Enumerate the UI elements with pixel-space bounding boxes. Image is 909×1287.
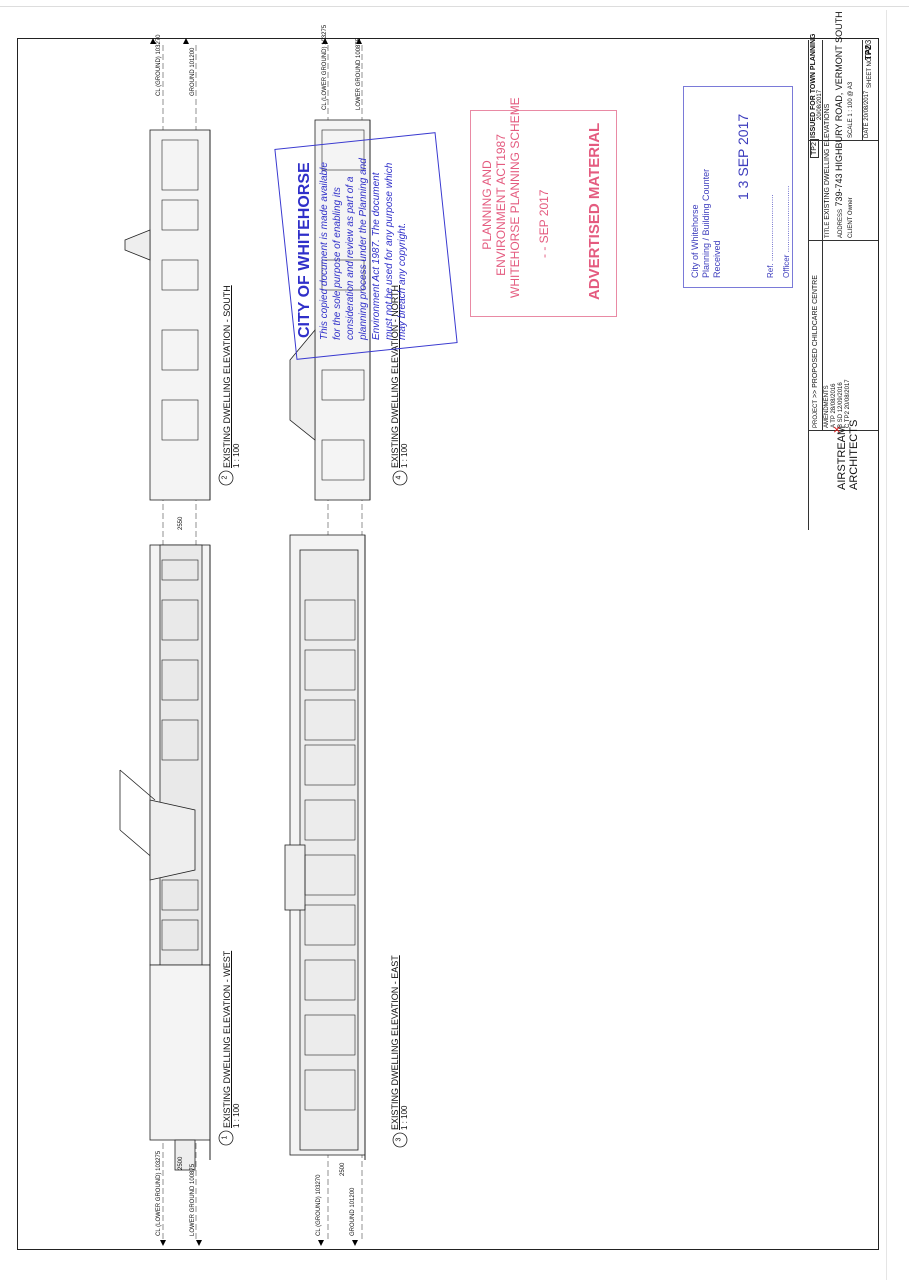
level-label-ground: GROUND 101200	[350, 1187, 356, 1236]
level-arrow-bottom-1	[160, 1240, 166, 1246]
level-arrow-top-1	[150, 38, 156, 44]
drawing-1-title: EXISTING DWELLING ELEVATION - WEST	[222, 950, 232, 1128]
title-block-issue-date: 20/08/2017	[817, 89, 823, 120]
title-block-revision: TP2	[864, 45, 873, 60]
drawing-2-title: EXISTING DWELLING ELEVATION - SOUTH	[222, 285, 232, 468]
level-label-cl-lower-ground-top: CL (LOWER GROUND) 103275	[322, 24, 328, 110]
level-arrow-bottom-4	[352, 1240, 358, 1246]
received-stamp-ref: Ref. ..............................	[766, 194, 775, 278]
dimension-label-3: 2500	[340, 1162, 346, 1176]
title-block-address: ADDRESS 739-743 HIGHBURY ROAD, VERMONT S…	[834, 11, 844, 238]
title-block-scale: SCALE 1 : 100 @ A3	[848, 81, 854, 138]
drawing-number-circle-4	[392, 470, 408, 486]
planning-stamp-footer: ADVERTISED MATERIAL	[586, 122, 603, 300]
copyright-stamp-body: This copied document is made available f…	[319, 158, 408, 340]
title-block-rev-tag: TP2	[810, 139, 819, 158]
received-stamp	[683, 86, 793, 288]
drawing-3-scale: 1 : 100	[400, 1105, 409, 1130]
level-label-cl-ground-top: CL (GROUND) 103270	[156, 34, 162, 96]
elevation-south	[124, 129, 211, 501]
drawing-3-title: EXISTING DWELLING ELEVATION - EAST	[390, 955, 400, 1130]
dimension-label-1: 2500	[178, 1156, 184, 1170]
level-label-lower-ground: LOWER GROUND 100875	[190, 1163, 196, 1236]
level-label-ground-top: GROUND 101200	[190, 47, 196, 96]
received-stamp-officer: Officer ..............................	[782, 185, 791, 278]
title-block-client: CLIENT Owner	[848, 197, 854, 238]
planning-stamp	[470, 110, 617, 317]
title-block-issue: ISSUED FOR TOWN PLANNING	[810, 33, 817, 138]
title-block	[808, 40, 879, 530]
title-block-date: DATE 20/08/2017	[864, 90, 870, 138]
drawing-frame	[17, 38, 879, 1250]
elevation-east	[284, 534, 366, 1160]
sheet-trim-line	[0, 6, 909, 7]
sheet-edge	[886, 10, 887, 1280]
level-arrow-top-3	[322, 38, 328, 44]
level-label-cl-lower-ground: CL (LOWER GROUND) 103275	[156, 1150, 162, 1236]
drawing-2-scale: 1 : 100	[232, 443, 241, 468]
level-arrow-bottom-2	[196, 1240, 202, 1246]
received-stamp-text: City of Whitehorse Planning / Building C…	[690, 168, 722, 278]
elevation-west	[119, 544, 211, 1171]
drawing-number-circle-2	[218, 470, 234, 486]
drawing-number-circle-1	[218, 1130, 234, 1146]
title-block-project: PROJECT >> PROPOSED CHILDCARE CENTRE	[812, 275, 819, 428]
level-label-lower-ground-top: LOWER GROUND 100875	[356, 37, 362, 110]
dimension-label-2: 2550	[178, 516, 184, 530]
firm-logo-mark-icon: ✕	[832, 425, 844, 434]
level-arrow-top-2	[183, 38, 189, 44]
level-label-cl-ground: CL (GROUND) 103270	[316, 1174, 322, 1236]
copyright-stamp-heading: CITY OF WHITEHORSE	[296, 162, 313, 338]
title-block-title: TITLE EXISTING DWELLING ELEVATIONS	[824, 103, 831, 238]
received-stamp-date: 1 3 SEP 2017	[735, 113, 751, 200]
level-arrow-top-4	[356, 38, 362, 44]
drawing-number-circle-3	[392, 1132, 408, 1148]
drawing-4-scale: 1 : 100	[400, 443, 409, 468]
planning-stamp-date: - - SEP 2017	[537, 189, 551, 258]
level-arrow-bottom-3	[318, 1240, 324, 1246]
drawing-1-scale: 1 : 100	[232, 1103, 241, 1128]
elevation-north	[289, 119, 371, 501]
planning-stamp-text: PLANNING AND ENVIRONMENT ACT1987 WHITEHO…	[480, 97, 522, 298]
